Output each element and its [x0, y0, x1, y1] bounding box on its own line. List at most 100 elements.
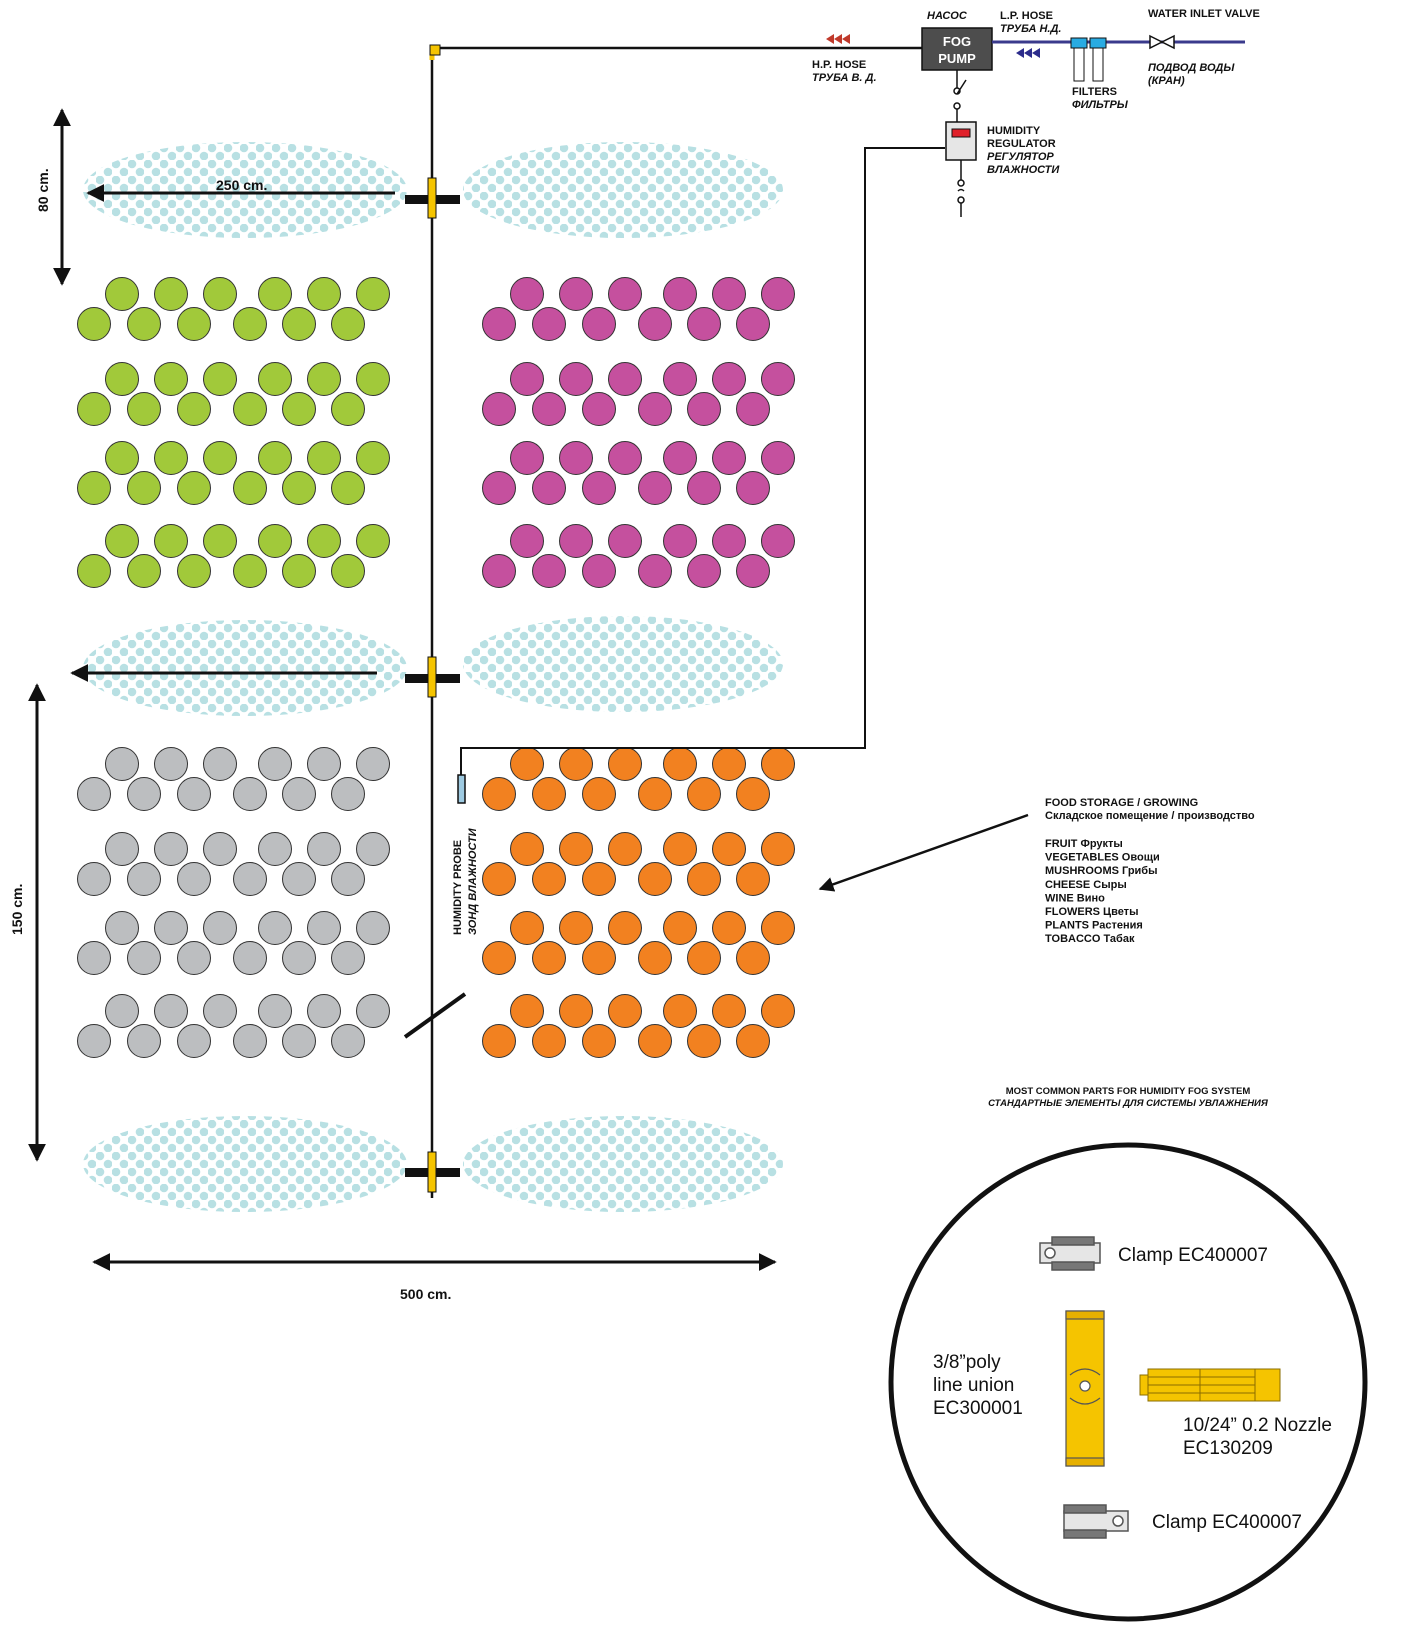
produce-item — [233, 554, 267, 588]
produce-item — [663, 524, 697, 558]
produce-item — [356, 747, 390, 781]
valve-ru-2: (КРАН) — [1148, 75, 1185, 87]
produce-item — [482, 392, 516, 426]
fog-clouds — [83, 142, 783, 1212]
produce-item — [608, 911, 642, 945]
produce-item — [736, 554, 770, 588]
produce-item — [356, 524, 390, 558]
produce-item — [638, 307, 672, 341]
hp-hose-ru: ТРУБА В. Д. — [812, 72, 877, 84]
produce-item — [77, 862, 111, 896]
produce-item — [331, 307, 365, 341]
produce-item — [712, 832, 746, 866]
fog-cloud — [463, 1116, 783, 1212]
nozzle-tee — [405, 656, 460, 698]
produce-item — [105, 277, 139, 311]
produce-item — [687, 862, 721, 896]
produce-item — [687, 941, 721, 975]
valve-icon — [1149, 34, 1175, 50]
produce-item — [687, 307, 721, 341]
produce-item — [761, 524, 795, 558]
produce-item — [331, 471, 365, 505]
produce-item — [510, 747, 544, 781]
produce-item — [307, 747, 341, 781]
dim-250-label: 250 cm. — [216, 177, 267, 193]
produce-item — [638, 1024, 672, 1058]
produce-item — [127, 862, 161, 896]
regulator-l2: REGULATOR — [987, 138, 1056, 150]
produce-item — [127, 471, 161, 505]
storage-pointer — [818, 813, 1029, 892]
produce-item — [154, 747, 188, 781]
produce-item — [77, 471, 111, 505]
produce-groups — [77, 277, 795, 1058]
storage-item: FLOWERS Цветы — [1045, 906, 1138, 918]
produce-item — [154, 362, 188, 396]
filter-icon — [1070, 37, 1107, 82]
produce-item — [307, 277, 341, 311]
nozzle-l2: EC130209 — [1183, 1438, 1273, 1459]
produce-item — [582, 471, 616, 505]
produce-item — [712, 524, 746, 558]
produce-item — [77, 554, 111, 588]
produce-item — [307, 441, 341, 475]
produce-item — [203, 441, 237, 475]
produce-item — [331, 1024, 365, 1058]
fog-cloud — [463, 142, 783, 238]
clamp-icon — [1039, 1236, 1101, 1271]
produce-item — [258, 994, 292, 1028]
produce-item — [510, 911, 544, 945]
produce-item — [582, 777, 616, 811]
produce-item — [105, 441, 139, 475]
produce-item — [203, 994, 237, 1028]
probe-label-en: HUMIDITY PROBE — [452, 840, 464, 935]
nozzle-tees — [405, 177, 460, 1193]
produce-item — [331, 392, 365, 426]
produce-item — [582, 941, 616, 975]
produce-item — [258, 524, 292, 558]
produce-item — [532, 941, 566, 975]
produce-item — [638, 392, 672, 426]
produce-item — [663, 277, 697, 311]
produce-item — [761, 911, 795, 945]
produce-item — [687, 1024, 721, 1058]
produce-item — [233, 941, 267, 975]
produce-item — [127, 1024, 161, 1058]
produce-item — [105, 911, 139, 945]
produce-item — [532, 777, 566, 811]
produce-item — [77, 307, 111, 341]
produce-item — [282, 862, 316, 896]
produce-item — [154, 277, 188, 311]
produce-item — [203, 524, 237, 558]
produce-item — [510, 362, 544, 396]
produce-item — [736, 777, 770, 811]
produce-item — [712, 277, 746, 311]
produce-item — [282, 307, 316, 341]
produce-item — [736, 392, 770, 426]
storage-item: MUSHROOMS Грибы — [1045, 865, 1158, 877]
storage-item: CHEESE Сыры — [1045, 879, 1127, 891]
produce-item — [356, 832, 390, 866]
produce-item — [482, 307, 516, 341]
produce-item — [608, 747, 642, 781]
produce-item — [233, 307, 267, 341]
produce-item — [203, 832, 237, 866]
produce-item — [127, 392, 161, 426]
produce-item — [127, 307, 161, 341]
produce-item — [177, 307, 211, 341]
produce-item — [258, 832, 292, 866]
produce-item — [736, 307, 770, 341]
fog-cloud — [463, 616, 783, 712]
produce-item — [582, 554, 616, 588]
valve-en: WATER INLET VALVE — [1148, 8, 1260, 20]
produce-item — [307, 994, 341, 1028]
hp-line — [429, 44, 922, 1198]
produce-item — [282, 941, 316, 975]
produce-item — [559, 441, 593, 475]
produce-item — [510, 832, 544, 866]
produce-item — [761, 832, 795, 866]
produce-item — [177, 941, 211, 975]
probe-label-ru: ЗОНД ВЛАЖНОСТИ — [467, 827, 479, 935]
produce-item — [663, 362, 697, 396]
produce-item — [482, 1024, 516, 1058]
